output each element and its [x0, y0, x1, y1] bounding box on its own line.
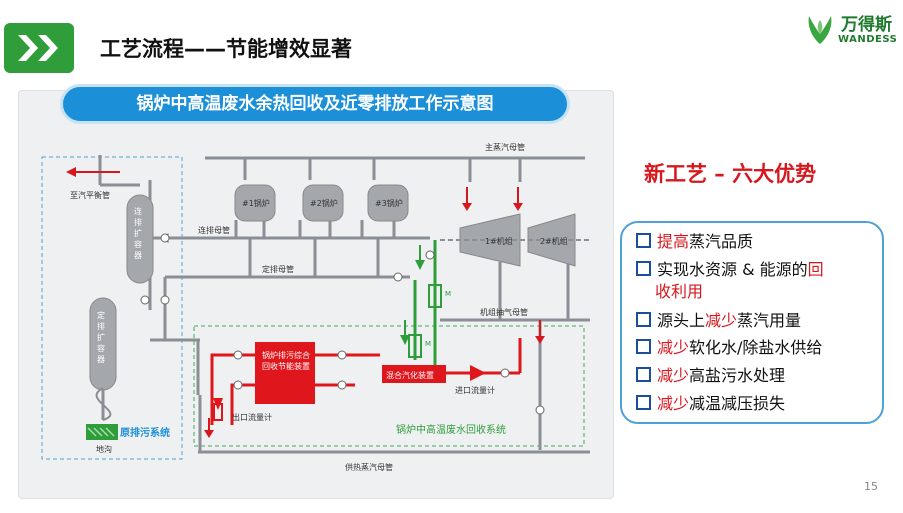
brand-name: 万得斯: [841, 15, 892, 35]
outlet-meter-box: [213, 403, 223, 421]
device-label: 锅炉排污综合回收节能装置: [262, 351, 310, 371]
turbine-1-label: 1#机组: [485, 236, 513, 246]
slide-number: 15: [864, 480, 878, 493]
advantage-item: 提高蒸汽品质: [636, 231, 753, 253]
diagram-title-banner: 锅炉中高温废水余热回收及近零排放工作示意图: [60, 84, 570, 124]
advantage-item: 减少高盐污水处理: [636, 365, 785, 387]
heat-pipe-label: 供热蒸汽母管: [345, 462, 393, 472]
boiler-1-label: #1锅炉: [242, 198, 270, 208]
gauge-icon: [233, 350, 243, 360]
page-title: 工艺流程——节能增效显著: [100, 37, 352, 61]
gauge-icon: [140, 295, 150, 305]
brand-en: WANDESS: [838, 34, 898, 45]
main-steam-label: 主蒸汽母管: [485, 142, 525, 152]
recovery-system-region: [193, 325, 585, 447]
checkbox-square-icon: [636, 312, 651, 327]
cont-blowdown-tank: [126, 194, 154, 284]
advantage-item-continuation: 收利用: [655, 282, 704, 301]
trench-label: 地沟: [96, 444, 112, 454]
gauge-icon: [535, 405, 545, 415]
advantage-item: 源头上减少蒸汽用量: [636, 310, 801, 332]
double-chevron-icon: [18, 35, 58, 61]
turbine-2-label: 2#机组: [540, 236, 568, 246]
original-system-region: [41, 156, 183, 460]
gauge-icon: [337, 380, 347, 390]
checkbox-square-icon: [636, 233, 651, 248]
advantage-item: 实现水资源 & 能源的回: [636, 259, 824, 281]
checkbox-square-icon: [636, 367, 651, 382]
checkbox-square-icon: [636, 395, 651, 410]
cont-tank-label: 连排扩容器: [134, 207, 142, 260]
boiler-2-label: #2锅炉: [310, 198, 338, 208]
brand-logo: 万得斯 WANDESS: [805, 10, 897, 54]
m-label-1: M: [445, 290, 451, 298]
valve-m-1: [428, 284, 442, 308]
gauge-icon: [425, 250, 435, 260]
orig-sys-label: 原排污系统: [120, 426, 170, 439]
to-balance-label: 至汽平衡管: [70, 190, 110, 200]
cont-pipe-label: 连排母管: [198, 225, 230, 235]
advantage-item: 减少软化水/除盐水供给: [636, 337, 822, 359]
drainage-icon: [86, 424, 118, 440]
leaf-logo-icon: [808, 16, 832, 44]
recovery-sys-label: 锅炉中高温废水回收系统: [396, 423, 506, 436]
in-meter-label: 进口流量计: [455, 385, 495, 395]
gauge-icon: [160, 295, 170, 305]
checkbox-square-icon: [636, 261, 651, 276]
diagram-title: 锅炉中高温废水余热回收及近零排放工作示意图: [136, 94, 494, 114]
fixed-tank-label: 定排扩容器: [97, 311, 105, 364]
turbine-2: [527, 213, 576, 267]
out-meter-label: 出口流量计: [232, 412, 272, 422]
gauge-icon: [160, 233, 170, 243]
mixer-label: 混合汽化装置: [386, 370, 434, 380]
gauge-icon: [337, 350, 347, 360]
fixed-blowdown-tank: [89, 297, 117, 391]
boiler-2: [302, 184, 344, 222]
valve-m-2: [408, 334, 422, 358]
boiler-3-label: #3锅炉: [375, 198, 403, 208]
boiler-1: [234, 184, 276, 222]
checkbox-square-icon: [636, 339, 651, 354]
mixing-device: [382, 365, 446, 383]
header-arrow-badge: [4, 23, 74, 73]
gauge-icon: [393, 272, 403, 282]
advantage-item: 减少减温减压损失: [636, 393, 785, 415]
recovery-device: [255, 342, 315, 404]
m-label-2: M: [425, 340, 431, 348]
advantages-box: 提高蒸汽品质 实现水资源 & 能源的回 收利用 源头上减少蒸汽用量 减少软化水/…: [620, 221, 884, 424]
fixed-pipe-label: 定排母管: [262, 264, 294, 274]
extraction-label: 机组抽气母管: [480, 307, 528, 317]
boiler-3: [367, 184, 409, 222]
advantages-title: 新工艺 – 六大优势: [644, 162, 817, 186]
gauge-icon: [233, 380, 243, 390]
gauge-icon: [500, 368, 510, 378]
